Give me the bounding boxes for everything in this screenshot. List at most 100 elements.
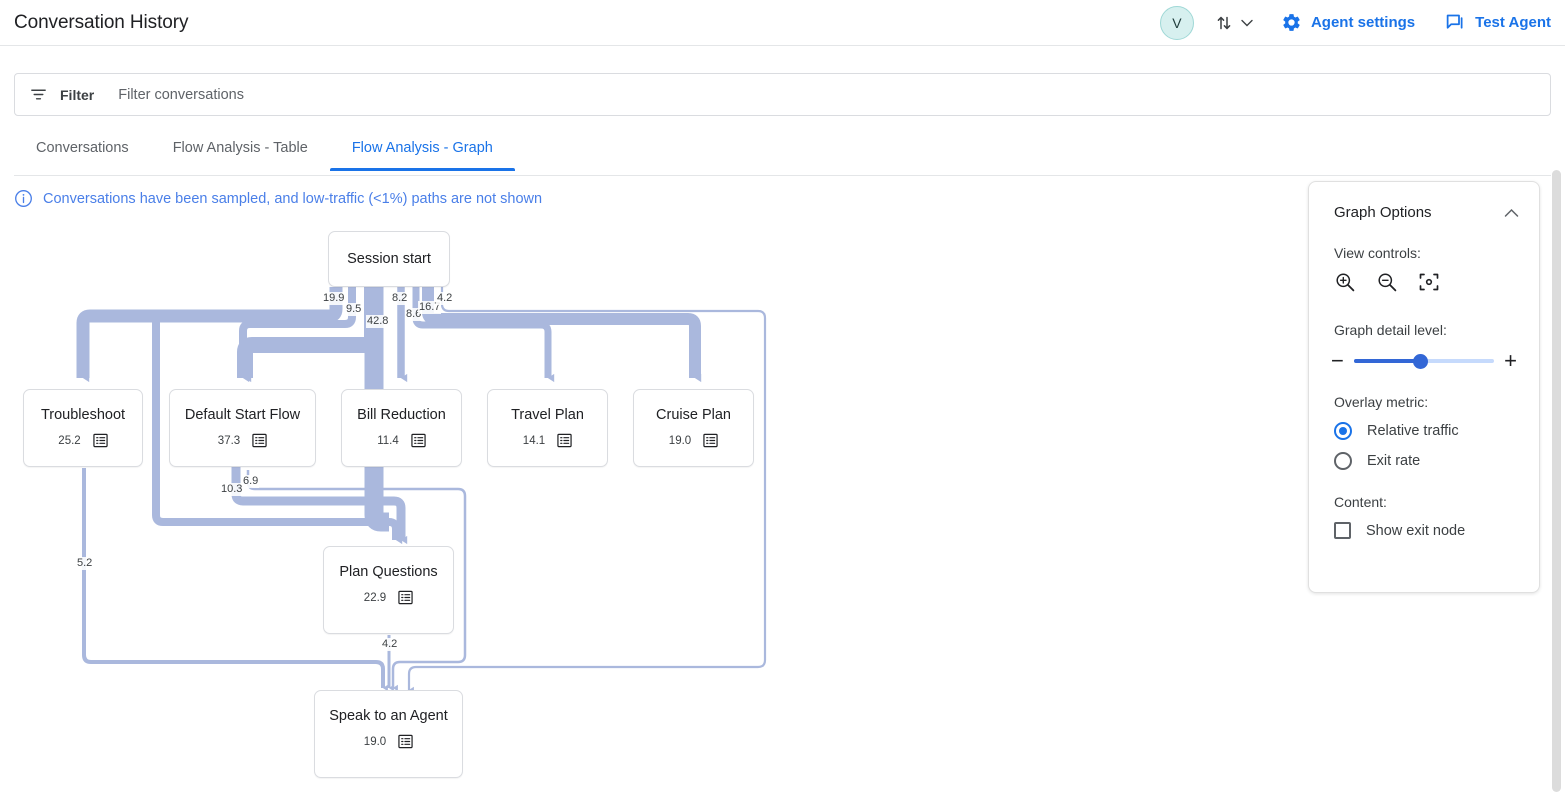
list-details-icon[interactable]	[252, 433, 267, 448]
edge-label: 9.5	[345, 303, 363, 316]
avatar[interactable]: V	[1159, 5, 1194, 40]
slider-thumb[interactable]	[1412, 354, 1428, 369]
node-meta: 37.3	[218, 433, 267, 448]
edge-label: 8.2	[391, 292, 409, 305]
graph-options-title: Graph Options	[1334, 204, 1432, 221]
avatar-initial: V	[1172, 14, 1182, 31]
agent-settings-label: Agent settings	[1310, 14, 1416, 31]
zoom-out-icon[interactable]	[1376, 271, 1398, 298]
node-label: Speak to an Agent	[329, 708, 448, 724]
edge-label: 19.9	[322, 292, 346, 305]
graph-node-bill-reduction[interactable]: Bill Reduction 11.4	[341, 389, 462, 467]
radio-relative-traffic[interactable]: Relative traffic	[1309, 422, 1539, 440]
node-meta: 19.0	[364, 734, 413, 749]
radio-button[interactable]	[1334, 452, 1352, 470]
flow-graph-canvas[interactable]: Session start Troubleshoot 25.2 Default …	[0, 170, 1540, 798]
node-value: 11.4	[377, 434, 399, 447]
node-label: Bill Reduction	[357, 407, 446, 423]
filter-icon	[29, 85, 48, 104]
sampling-notice: Conversations have been sampled, and low…	[14, 189, 542, 208]
node-label: Cruise Plan	[656, 407, 731, 423]
node-value: 25.2	[58, 434, 81, 447]
radio-exit-rate[interactable]: Exit rate	[1309, 452, 1539, 470]
list-details-icon[interactable]	[703, 433, 718, 448]
edge-label: 10.3	[220, 483, 244, 496]
list-details-icon[interactable]	[398, 734, 413, 749]
fit-to-screen-icon[interactable]	[1418, 271, 1440, 298]
test-agent-button[interactable]: Test Agent	[1445, 12, 1551, 33]
chevron-down-icon	[1241, 19, 1253, 27]
decrease-detail-button[interactable]: −	[1331, 348, 1344, 373]
tab-conversations[interactable]: Conversations	[36, 140, 129, 156]
radio-label: Exit rate	[1367, 453, 1421, 469]
radio-button[interactable]	[1334, 422, 1352, 440]
edge-label: 5.2	[76, 557, 94, 570]
tab-bar: Conversations Flow Analysis - Table Flow…	[14, 132, 1551, 176]
node-label: Plan Questions	[339, 564, 438, 580]
tab-flow-analysis-table[interactable]: Flow Analysis - Table	[172, 140, 308, 156]
gear-icon	[1281, 12, 1302, 33]
node-label: Default Start Flow	[184, 407, 301, 423]
checkbox-show-exit-node[interactable]: Show exit node	[1309, 522, 1539, 539]
node-value: 22.9	[363, 591, 387, 604]
chat-bubble-icon	[1445, 12, 1466, 33]
node-meta: 22.9	[364, 590, 413, 605]
node-label: Travel Plan	[511, 407, 584, 423]
node-meta: 19.0	[669, 433, 718, 448]
edge-label: 4.2	[436, 292, 454, 305]
filter-label: Filter	[60, 86, 95, 103]
checkbox-label: Show exit node	[1366, 522, 1466, 539]
edge-label: 6.9	[242, 475, 260, 488]
view-controls-label: View controls:	[1334, 245, 1421, 261]
app-header: Conversation History V	[0, 0, 1565, 46]
edge-label: 16.7	[418, 301, 442, 314]
node-value: 19.0	[363, 735, 387, 748]
node-label: Troubleshoot	[40, 407, 126, 423]
graph-node-speak-to-an-agent[interactable]: Speak to an Agent 19.0	[314, 690, 463, 778]
content-label: Content:	[1334, 494, 1387, 510]
increase-detail-button[interactable]: +	[1504, 348, 1517, 373]
sort-control[interactable]	[1214, 13, 1253, 33]
node-meta: 11.4	[377, 433, 426, 448]
list-details-icon[interactable]	[557, 433, 572, 448]
header-actions: V Agent settings	[1159, 5, 1551, 40]
zoom-in-icon[interactable]	[1334, 271, 1356, 298]
graph-options-panel: Graph Options View controls:	[1308, 181, 1540, 593]
slider-fill	[1353, 359, 1420, 363]
graph-node-troubleshoot[interactable]: Troubleshoot 25.2	[23, 389, 143, 467]
edge-label: 4.2	[381, 638, 399, 651]
edge-label: 8.6	[405, 308, 423, 321]
tab-flow-analysis-graph[interactable]: Flow Analysis - Graph	[329, 132, 515, 171]
view-controls-group	[1309, 271, 1539, 298]
page-title: Conversation History	[14, 11, 189, 33]
graph-options-header: Graph Options	[1309, 182, 1539, 221]
node-meta: 25.2	[58, 433, 108, 448]
graph-node-cruise-plan[interactable]: Cruise Plan 19.0	[633, 389, 754, 467]
graph-detail-level-control: − +	[1309, 348, 1539, 373]
flow-graph-edges	[76, 287, 767, 694]
overlay-metric-label: Overlay metric:	[1334, 394, 1429, 410]
list-details-icon[interactable]	[411, 433, 426, 448]
graph-node-session-start[interactable]: Session start	[328, 231, 450, 287]
agent-settings-button[interactable]: Agent settings	[1281, 12, 1415, 33]
node-label: Session start	[347, 251, 431, 267]
filter-bar: Filter	[14, 73, 1551, 116]
edge-label: 42.8	[366, 315, 390, 328]
graph-node-plan-questions[interactable]: Plan Questions 22.9	[323, 546, 454, 634]
list-details-icon[interactable]	[93, 433, 108, 448]
graph-detail-level-label: Graph detail level:	[1334, 322, 1447, 338]
chevron-up-icon[interactable]	[1504, 208, 1519, 218]
sort-arrows-icon	[1214, 13, 1234, 33]
node-value: 14.1	[522, 434, 546, 447]
info-icon	[14, 189, 33, 208]
radio-label: Relative traffic	[1367, 423, 1459, 439]
graph-node-travel-plan[interactable]: Travel Plan 14.1	[487, 389, 608, 467]
node-value: 37.3	[217, 434, 241, 447]
filter-input[interactable]	[118, 79, 919, 110]
list-details-icon[interactable]	[398, 590, 413, 605]
sampling-notice-text: Conversations have been sampled, and low…	[43, 190, 543, 207]
graph-node-default-start-flow[interactable]: Default Start Flow 37.3	[169, 389, 316, 467]
vertical-scrollbar[interactable]	[1552, 170, 1561, 792]
checkbox[interactable]	[1334, 522, 1351, 539]
graph-detail-slider[interactable]	[1353, 352, 1495, 370]
